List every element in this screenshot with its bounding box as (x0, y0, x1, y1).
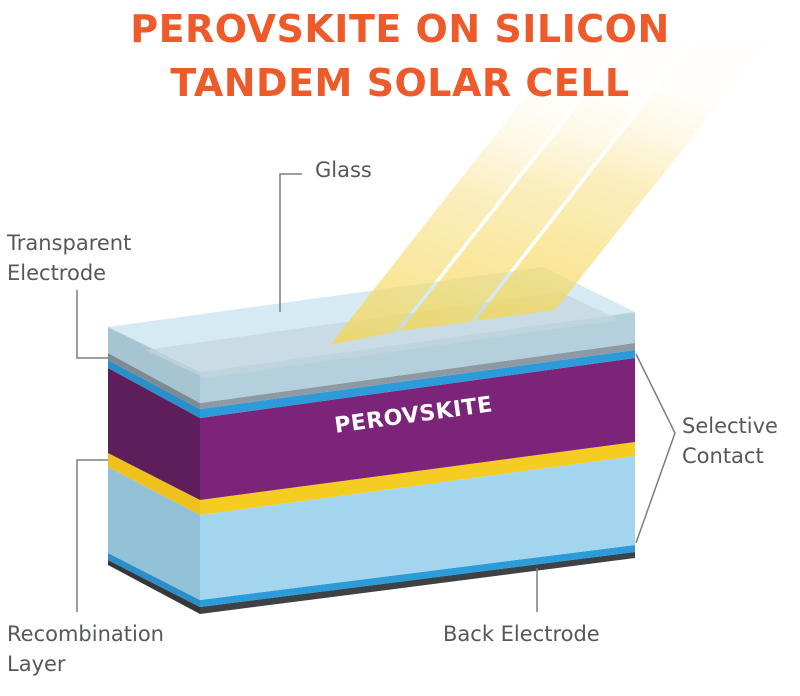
recombination-layer-label-line1: Recombination (7, 622, 164, 646)
selective-contact-label-line1: Selective (682, 414, 778, 438)
left-side-face (108, 327, 200, 614)
glass-leader (279, 173, 302, 312)
side-transparent-electrode (108, 353, 200, 409)
selective-contact-label-line2: Contact (682, 444, 764, 468)
front-face (200, 312, 635, 614)
sunlight-rays (330, 40, 770, 345)
front-glass (200, 312, 635, 403)
front-perovskite (200, 358, 635, 500)
light-ray (400, 40, 690, 331)
light-ray (330, 40, 625, 345)
transparent-electrode-label-line1: Transparent (7, 231, 132, 255)
side-perovskite (108, 368, 200, 500)
light-ray (475, 40, 770, 321)
glass-label: Glass (315, 158, 372, 182)
front-silicon (200, 456, 635, 600)
title-line-2: TANDEM SOLAR CELL (170, 61, 630, 105)
front-transparent-electrode (200, 343, 635, 409)
title-line-1: PEROVSKITE ON SILICON (130, 7, 670, 51)
side-bottom-contact (108, 553, 200, 607)
side-silicon (108, 467, 200, 600)
front-recombination (200, 442, 635, 515)
side-recombination (108, 453, 200, 515)
front-back-electrode (200, 552, 635, 614)
side-top-contact (108, 360, 200, 418)
transparent-electrode-label-line2: Electrode (7, 261, 107, 285)
side-back-electrode (108, 560, 200, 614)
front-top-contact (200, 350, 635, 418)
recombination-leader (76, 459, 108, 612)
leader-lines (76, 173, 676, 612)
front-bottom-contact (200, 545, 635, 607)
recombination-layer-label-line2: Layer (7, 652, 66, 676)
side-glass (108, 327, 200, 403)
selective-contact-bracket (635, 353, 676, 544)
transparent-electrode-leader (76, 290, 108, 359)
back-electrode-label: Back Electrode (443, 622, 600, 646)
